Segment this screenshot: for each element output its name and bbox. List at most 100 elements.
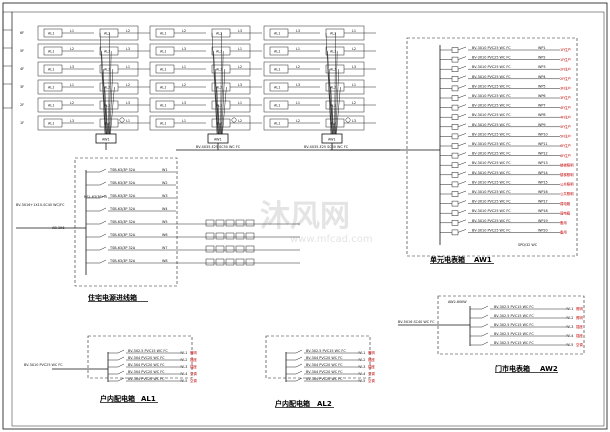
unit-circuit-load: 备用 [560, 230, 567, 235]
riser-box-aw-label: AW1 [102, 138, 110, 142]
home-box-label: AL1 [48, 104, 54, 108]
inlet-branch-id: W5 [162, 220, 168, 224]
meter-symbol [225, 232, 235, 240]
shop-meter-title: 门市电表箱 [495, 364, 530, 373]
phase-label: L1 [70, 83, 74, 87]
meter-symbol [451, 191, 459, 197]
meter-symbol [225, 258, 235, 266]
inlet-incoming-cable: BV-3X16+1X10-SC40 WC/FC [16, 203, 65, 207]
riser-wire [211, 32, 218, 135]
unit-meter-box-outline [406, 37, 578, 257]
breaker-symbol [457, 104, 467, 108]
riser-wire [325, 32, 332, 135]
meter-symbol [451, 152, 459, 159]
meter-symbol [451, 162, 459, 168]
shop-circuit-cable: BV-3X2.5 PVC15 WC FC [494, 341, 534, 345]
unit-circuit-id: WP7 [538, 104, 546, 108]
home-box-al2-code: AL2 [317, 400, 332, 408]
riser-wire [213, 50, 218, 135]
riser-arrow-marker [345, 117, 351, 123]
inlet-breaker-label: TSB-63/3P 32A [109, 220, 136, 224]
meter-symbol [451, 47, 459, 53]
home-circuit-id: WL1 [180, 351, 187, 355]
unit-circuit-load: 楼梯照明 [560, 162, 574, 167]
home-box-label: AL1 [160, 68, 166, 72]
meter-symbol [451, 220, 459, 226]
riser-wire [334, 50, 338, 135]
unit-circuit-cable: BV-3X10 PVC25 WC FC [472, 132, 511, 136]
shop-circuit-cable: BV-3X2.5 PVC15 WC FC [494, 305, 534, 309]
home-box-label: AL2 [216, 32, 222, 36]
breaker-symbol [457, 161, 467, 166]
home-box-label: AL1 [274, 122, 280, 126]
riser-wire [109, 68, 114, 135]
home-box-label: AL1 [48, 68, 54, 72]
phase-label: L2 [352, 47, 356, 51]
unit-meter-title: 单元电表箱 [430, 255, 465, 264]
breaker-symbol [457, 142, 467, 147]
home-circuit-id: WL3 [180, 365, 187, 369]
phase-label: L1 [296, 101, 300, 105]
breaker-symbol [457, 133, 467, 137]
home-circuit-id: WL4 [358, 372, 365, 376]
phase-label: L3 [352, 119, 356, 123]
inlet-main-breaker: NSL-63/3P+N [84, 195, 107, 199]
riser-wire [102, 68, 107, 135]
home-box-label: AL1 [48, 32, 54, 36]
home-box-label: AL2 [330, 32, 336, 36]
phase-label: L3 [352, 65, 356, 69]
home-circuit-cable: BV-3X4 PVC20 WC FC [128, 363, 165, 367]
phase-label: L2 [126, 83, 130, 87]
inlet-breaker-label: TSB-63/3P 32A [109, 246, 136, 250]
breaker-symbol [99, 168, 107, 173]
shop-circuit-id: WL2 [566, 316, 573, 320]
phase-label: L1 [352, 29, 356, 33]
breaker-symbol [99, 207, 107, 212]
home-box-label: AL2 [104, 104, 110, 108]
riser-wire [334, 32, 336, 135]
shop-circuit-cable: BV-3X2.5 PVC15 WC FC [494, 314, 534, 318]
unit-circuit-load: 5F住户 [560, 134, 571, 139]
floor-label: 3F [20, 85, 24, 89]
inlet-branch-id: W2 [162, 181, 168, 185]
unit-circuit-cable: BV-3X10 PVC25 WC FC [472, 84, 511, 88]
riser-wire [328, 68, 333, 135]
meter-symbol [451, 76, 459, 82]
breaker-symbol [481, 341, 489, 346]
meter-symbol [245, 219, 255, 227]
riser-arrow-marker [231, 117, 237, 123]
riser-cable-label: BV-4X35-E25 SC50 WC FC [196, 145, 241, 149]
inner-frame [11, 11, 605, 427]
unit-circuit-cable: BV-3X10 PVC25 WC FC [472, 113, 511, 117]
home-box-label: AL2 [216, 68, 222, 72]
home-box-label: AL1 [274, 86, 280, 90]
shop-circuit-cable: BV-3X2.5 PVC15 WC FC [494, 323, 534, 327]
unit-spare-label: SPD/32 WC [518, 243, 538, 247]
unit-circuit-cable: BV-3X10 PVC25 WC FC [472, 142, 511, 146]
riser-wire [332, 104, 334, 135]
breaker-symbol [99, 181, 107, 186]
inlet-box: 住宅电源进线箱 BV-3X16+1X10-SC40 WC/FC AB-3X6 N… [16, 157, 300, 302]
home-box-label: AL1 [160, 104, 166, 108]
phase-label: L2 [238, 65, 242, 69]
unit-circuit-id: WP17 [538, 200, 548, 204]
home-box-label: AL2 [104, 68, 110, 72]
meter-symbol [215, 258, 225, 266]
breaker-symbol [457, 113, 467, 118]
home-circuit-cable: BV-3X4 PVC20 WC FC [306, 363, 343, 367]
shop-circuit-load: 空调 [576, 342, 583, 347]
breaker-symbol [295, 356, 303, 361]
unit-circuit-id: WP18 [538, 209, 548, 213]
shop-meter-code: AW2 [540, 365, 558, 373]
home-circuit-load: 空调 [368, 371, 375, 376]
breaker-symbol [457, 152, 467, 156]
home-circuit-cable: BV-3X4 PVC20 WC FC [128, 370, 165, 374]
unit-circuit-load: 4F住户 [560, 114, 571, 119]
phase-label: L1 [70, 29, 74, 33]
riser-wire [335, 68, 340, 135]
unit-circuit-load: 3F住户 [560, 95, 571, 100]
shop-circuit-load: 插座 [576, 324, 583, 329]
shop-circuit-load: 照明 [576, 307, 583, 311]
